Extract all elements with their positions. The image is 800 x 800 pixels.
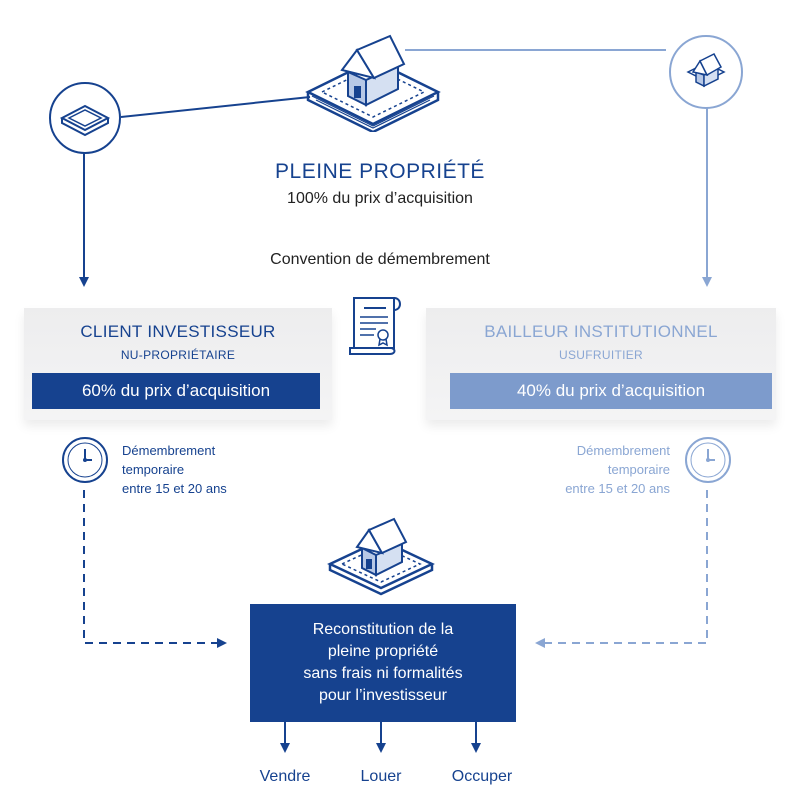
clock-icon bbox=[62, 437, 108, 483]
house-on-land-icon bbox=[305, 34, 441, 132]
outcome-occuper: Occuper bbox=[451, 768, 513, 785]
client-investor-role: NU-PROPRIÉTAIRE bbox=[120, 348, 236, 362]
left-duration-line: Démembrement bbox=[122, 443, 216, 458]
left-duration-line: entre 15 et 20 ans bbox=[122, 481, 227, 496]
right-dashed-connector bbox=[535, 490, 708, 648]
contract-scroll-icon bbox=[349, 297, 401, 355]
institutional-lessor-role: USUFRUITIER bbox=[559, 348, 643, 362]
institutional-lessor-title: BAILLEUR INSTITUTIONNEL bbox=[484, 322, 718, 341]
clock-icon bbox=[685, 437, 731, 483]
house-on-land-icon bbox=[327, 517, 435, 596]
right-duration-line: Démembrement bbox=[576, 443, 670, 458]
client-investor-card: CLIENT INVESTISSEUR NU-PROPRIÉTAIRE 60% … bbox=[24, 308, 332, 420]
reconstitution-box: Reconstitution de la pleine propriété sa… bbox=[250, 604, 516, 722]
reconstitution-line: sans frais ni formalités bbox=[303, 665, 463, 682]
institutional-lessor-share: 40% du prix d’acquisition bbox=[450, 373, 772, 409]
left-dashed-connector bbox=[83, 490, 227, 648]
land-parcel-icon bbox=[49, 82, 121, 154]
left-duration-line: temporaire bbox=[122, 462, 185, 477]
right-duration-line: temporaire bbox=[607, 462, 670, 477]
client-investor-title: CLIENT INVESTISSEUR bbox=[80, 322, 276, 341]
institutional-lessor-card: BAILLEUR INSTITUTIONNEL USUFRUITIER 40% … bbox=[426, 308, 776, 420]
left-duration-text: Démembrement temporaire entre 15 et 20 a… bbox=[122, 441, 227, 498]
reconstitution-line: pour l’investisseur bbox=[318, 687, 448, 704]
outcome-vendre: Vendre bbox=[259, 768, 311, 785]
small-house-icon bbox=[669, 35, 743, 109]
convention-label: Convention de démembrement bbox=[270, 251, 490, 268]
right-duration-line: entre 15 et 20 ans bbox=[565, 481, 670, 496]
page-title: PLEINE PROPRIÉTÉ bbox=[275, 160, 485, 183]
right-duration-text: Démembrement temporaire entre 15 et 20 a… bbox=[520, 441, 670, 498]
reconstitution-line: pleine propriété bbox=[327, 643, 439, 660]
page-subtitle: 100% du prix d’acquisition bbox=[287, 190, 473, 207]
client-investor-share: 60% du prix d’acquisition bbox=[32, 373, 320, 409]
outcome-louer: Louer bbox=[360, 768, 402, 785]
reconstitution-line: Reconstitution de la bbox=[312, 621, 454, 638]
